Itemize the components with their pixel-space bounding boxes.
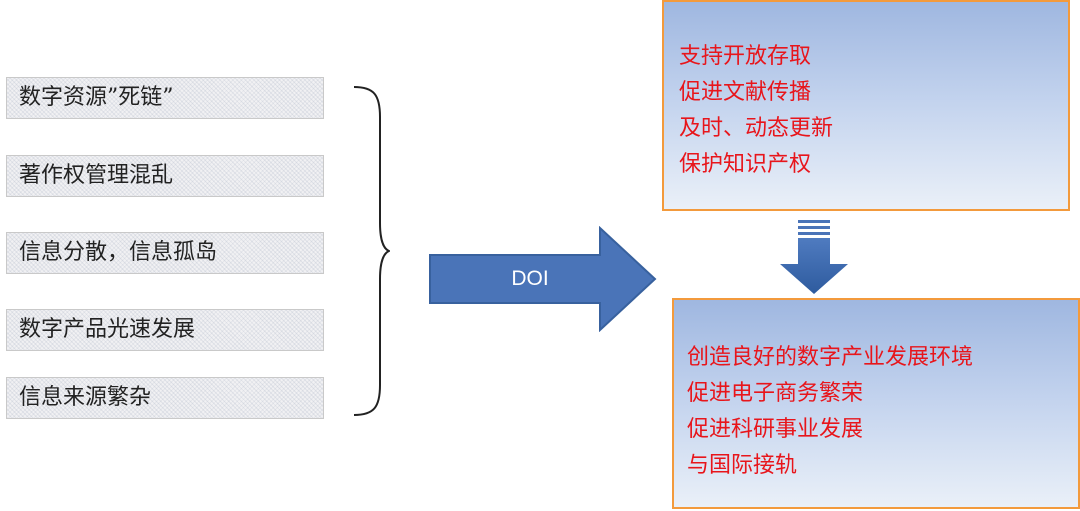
problem-box-info-sources: 信息来源繁杂 — [6, 377, 324, 419]
doi-arrow-label: DOI — [511, 267, 549, 290]
benefit-item: 与国际接轨 — [687, 453, 798, 478]
down-arrow-icon — [780, 220, 848, 294]
benefit-item: 促进文献传播 — [679, 80, 812, 105]
benefit-item: 及时、动态更新 — [679, 116, 834, 141]
problem-box-digital-products: 数字产品光速发展 — [6, 309, 324, 351]
problem-box-copyright: 著作权管理混乱 — [6, 155, 324, 197]
right-brace-icon — [353, 86, 390, 416]
benefit-item: 支持开放存取 — [679, 44, 812, 69]
benefit-box-access: 支持开放存取 促进文献传播 及时、动态更新 保护知识产权 — [662, 0, 1070, 211]
benefit-item: 创造良好的数字产业发展环境 — [687, 345, 974, 370]
doi-arrow-icon — [429, 226, 657, 332]
problem-box-info-islands: 信息分散，信息孤岛 — [6, 232, 324, 274]
benefit-item: 促进电子商务繁荣 — [687, 381, 864, 406]
benefit-item: 促进科研事业发展 — [687, 417, 864, 442]
benefit-item: 保护知识产权 — [679, 152, 812, 177]
problem-box-dead-links: 数字资源”死链” — [6, 77, 324, 119]
benefit-box-industry: 创造良好的数字产业发展环境 促进电子商务繁荣 促进科研事业发展 与国际接轨 — [672, 298, 1080, 509]
